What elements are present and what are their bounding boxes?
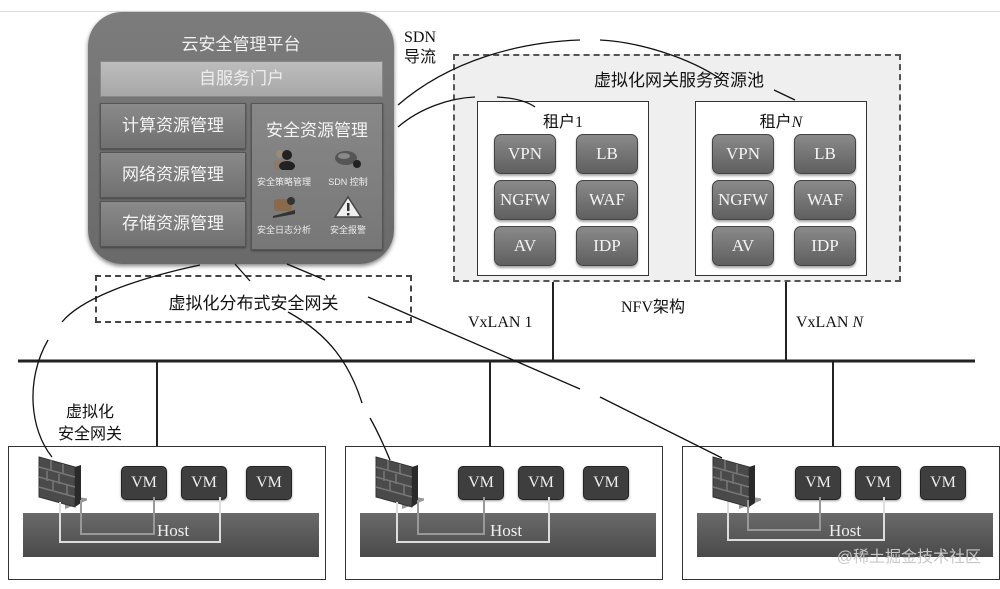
platform-title: 云安全管理平台	[181, 35, 301, 54]
cloud-control-icon	[335, 151, 361, 168]
security-resource-mgmt: 安全资源管理 安全策略管理 SDN 控制 安全日志分析	[251, 103, 383, 250]
dgw-label: 虚拟化分布式安全网关	[168, 294, 339, 313]
host-server-2: VM VM VM Host	[345, 446, 663, 580]
nfv-label: NFV架构	[621, 299, 686, 316]
sdn-control-label: SDN 控制	[328, 177, 368, 187]
security-alarm-item: 安全报警	[316, 195, 380, 236]
cloud-security-platform: 云安全管理平台 自服务门户 计算资源管理 网络资源管理 存储资源管理 安全资源管…	[88, 12, 394, 264]
vgw-line2: 安全网关	[58, 426, 123, 443]
vm: VM	[518, 466, 564, 500]
sdn-label-line2: 导流	[404, 49, 437, 66]
service-idp: IDP	[794, 226, 856, 266]
service-waf: WAF	[794, 180, 856, 220]
self-service-portal: 自服务门户	[100, 61, 383, 97]
log-analysis-label: 安全日志分析	[256, 225, 311, 235]
tenant-n: 租户N VPN LB NGFW WAF AV IDP	[695, 101, 867, 276]
vm: VM	[795, 466, 841, 500]
sdn-diversion-label: SDN 导流	[404, 28, 436, 68]
vgw-line1: 虚拟化	[66, 404, 115, 421]
warning-icon	[333, 195, 363, 218]
tenant-1: 租户1 VPN LB NGFW WAF AV IDP	[477, 101, 649, 276]
users-icon	[273, 150, 295, 171]
firewall-icon	[712, 456, 761, 509]
top-divider	[0, 11, 1000, 12]
platform-to-host1-arc-b	[32, 339, 53, 458]
vm: VM	[855, 466, 901, 500]
vm: VM	[181, 466, 227, 500]
vm: VM	[583, 466, 629, 500]
log-analysis-item: 安全日志分析	[252, 196, 316, 236]
pool-title: 虚拟化网关服务资源池	[594, 71, 764, 90]
watermark: @稀土掘金技术社区	[836, 549, 981, 566]
service-lb: LB	[794, 134, 856, 174]
tenant-prefix: 租户	[759, 114, 792, 131]
tenant-n-title: 租户N	[696, 108, 866, 132]
host-bar: Host	[23, 513, 319, 557]
tenant-suffix: N	[791, 114, 803, 131]
host-label: Host	[829, 521, 862, 540]
log-analysis-icon	[273, 197, 295, 218]
vxlan-n-label: VxLAN N	[796, 314, 863, 332]
vxlan-prefix: VxLAN	[796, 314, 853, 331]
distributed-security-gateway: 虚拟化分布式安全网关	[95, 275, 412, 323]
security-policy-label: 安全策略管理	[256, 177, 311, 187]
security-alarm-label: 安全报警	[329, 225, 366, 235]
service-waf: WAF	[576, 180, 638, 220]
vm: VM	[458, 466, 504, 500]
security-policy-item: 安全策略管理	[252, 148, 316, 188]
dgw-to-host2-arc-a	[287, 311, 363, 404]
service-ngfw: NGFW	[712, 180, 774, 220]
network-resource-mgmt: 网络资源管理	[100, 152, 246, 198]
firewall-icon	[375, 456, 424, 509]
sdn-control-item: SDN 控制	[316, 148, 380, 188]
compute-resource-mgmt: 计算资源管理	[100, 103, 246, 149]
gateway-service-pool: 虚拟化网关服务资源池 租户1 VPN LB NGFW WAF AV IDP 租户…	[453, 54, 901, 282]
host-label: Host	[157, 521, 190, 540]
service-vpn: VPN	[712, 134, 774, 174]
host-bar: Host	[360, 513, 656, 557]
tenant-suffix: 1	[575, 114, 583, 131]
vxlan-suffix: 1	[524, 314, 533, 331]
service-ngfw: NGFW	[494, 180, 556, 220]
service-lb: LB	[576, 134, 638, 174]
tenant-prefix: 租户	[542, 114, 575, 131]
service-idp: IDP	[576, 226, 638, 266]
vxlan-1-label: VxLAN 1	[468, 314, 532, 332]
vxlan-suffix: N	[852, 314, 864, 331]
vm: VM	[121, 466, 167, 500]
host-server-3: VM VM VM Host @稀土掘金技术社区	[682, 446, 1000, 580]
storage-resource-mgmt: 存储资源管理	[100, 201, 246, 247]
service-vpn: VPN	[494, 134, 556, 174]
sdn-label-line1: SDN	[404, 29, 437, 46]
vm: VM	[246, 466, 292, 500]
service-av: AV	[494, 226, 556, 266]
service-av: AV	[712, 226, 774, 266]
firewall-icon	[38, 456, 87, 509]
security-resource-title: 安全资源管理	[266, 121, 368, 140]
vxlan-prefix: VxLAN	[468, 314, 525, 331]
host-server-1: VM VM VM Host	[8, 446, 326, 580]
virtual-security-gateway-label: 虚拟化 安全网关	[58, 402, 122, 446]
tenant-1-title: 租户1	[478, 108, 648, 132]
host-label: Host	[490, 521, 523, 540]
vm: VM	[920, 466, 966, 500]
